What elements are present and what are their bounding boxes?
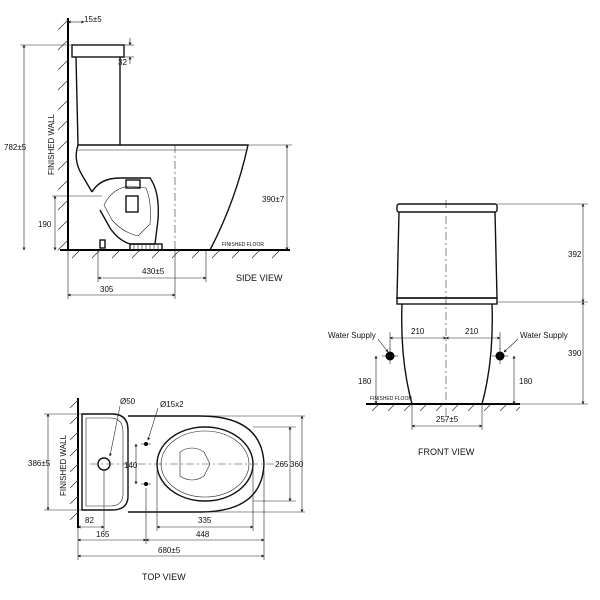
- top-dim-82: 82: [85, 516, 94, 525]
- top-cistern-inner: [85, 417, 124, 507]
- front-dim-180-left: 180: [358, 377, 372, 386]
- side-bowl-top: [120, 144, 249, 251]
- front-view: FINISHED FLOOR Water Supply Water Supply…: [328, 200, 588, 457]
- front-view-title: FRONT VIEW: [418, 447, 475, 457]
- front-tank-base: [396, 297, 498, 305]
- side-dim-190: 190: [38, 220, 52, 229]
- side-view-title: SIDE VIEW: [236, 273, 283, 283]
- top-finished-wall-label: FINISHED WALL: [59, 434, 68, 496]
- front-tank-lid: [396, 203, 498, 213]
- front-bowl: [401, 303, 493, 405]
- side-trapway-outer: [91, 177, 160, 245]
- front-water-supply-left-label: Water Supply: [328, 331, 376, 340]
- front-water-supply-right-label: Water Supply: [520, 331, 568, 340]
- top-dim-680: 680±5: [158, 546, 181, 555]
- side-dim-782: 782±5: [4, 143, 27, 152]
- top-cistern-outline: [81, 413, 129, 511]
- top-dim-360: 360: [290, 460, 304, 469]
- side-finished-wall-label: FINISHED WALL: [47, 113, 56, 175]
- side-wall-hatch: [57, 19, 69, 251]
- side-trapway-inner: [103, 185, 151, 237]
- side-floor-hatch: [71, 249, 281, 259]
- front-tank-body: [396, 211, 498, 299]
- side-dim-305: 305: [100, 285, 114, 294]
- side-trapway-block: [125, 195, 139, 213]
- top-dim-386: 386±5: [28, 459, 51, 468]
- front-dim-257: 257±5: [436, 415, 459, 424]
- top-dim-448: 448: [196, 530, 210, 539]
- front-dim-210-right: 210: [465, 327, 479, 336]
- side-cistern-body: [75, 56, 121, 146]
- side-cistern-lid: [71, 44, 125, 58]
- top-dim-265: 265: [275, 460, 289, 469]
- top-bowl-waterway: [179, 447, 211, 481]
- top-dim-140: 140: [124, 461, 138, 470]
- side-bowl-back: [75, 144, 93, 193]
- top-view: FINISHED WALL Ø50 Ø15x2 386±5 140: [28, 397, 305, 582]
- side-finished-floor-label: FINISHED FLOOR: [222, 242, 264, 248]
- front-dim-180-right: 180: [519, 377, 533, 386]
- front-dim-210-left: 210: [411, 327, 425, 336]
- side-trapway-cap: [125, 179, 141, 189]
- top-wall-hatch: [69, 399, 79, 521]
- side-dim-430: 430±5: [142, 267, 165, 276]
- side-view: FINISHED FLOOR FINISHED WALL 15±5 32: [4, 15, 292, 299]
- front-dim-390: 390: [568, 349, 582, 358]
- top-view-title: TOP VIEW: [142, 572, 186, 582]
- side-dim-32: 32: [118, 58, 127, 67]
- side-dim-15: 15±5: [84, 15, 102, 24]
- top-dim-165: 165: [96, 530, 110, 539]
- front-dim-392: 392: [568, 250, 582, 259]
- top-dim-335: 335: [198, 516, 212, 525]
- side-dim-390: 390±7: [262, 195, 285, 204]
- side-floor-fixing: [99, 239, 106, 249]
- top-dim-d15x2: Ø15x2: [160, 400, 184, 409]
- front-finished-floor-label: FINISHED FLOOR: [370, 396, 412, 402]
- front-floor-hatch: [371, 403, 521, 412]
- top-dim-d50: Ø50: [120, 397, 136, 406]
- top-bowl-outline: [128, 415, 265, 513]
